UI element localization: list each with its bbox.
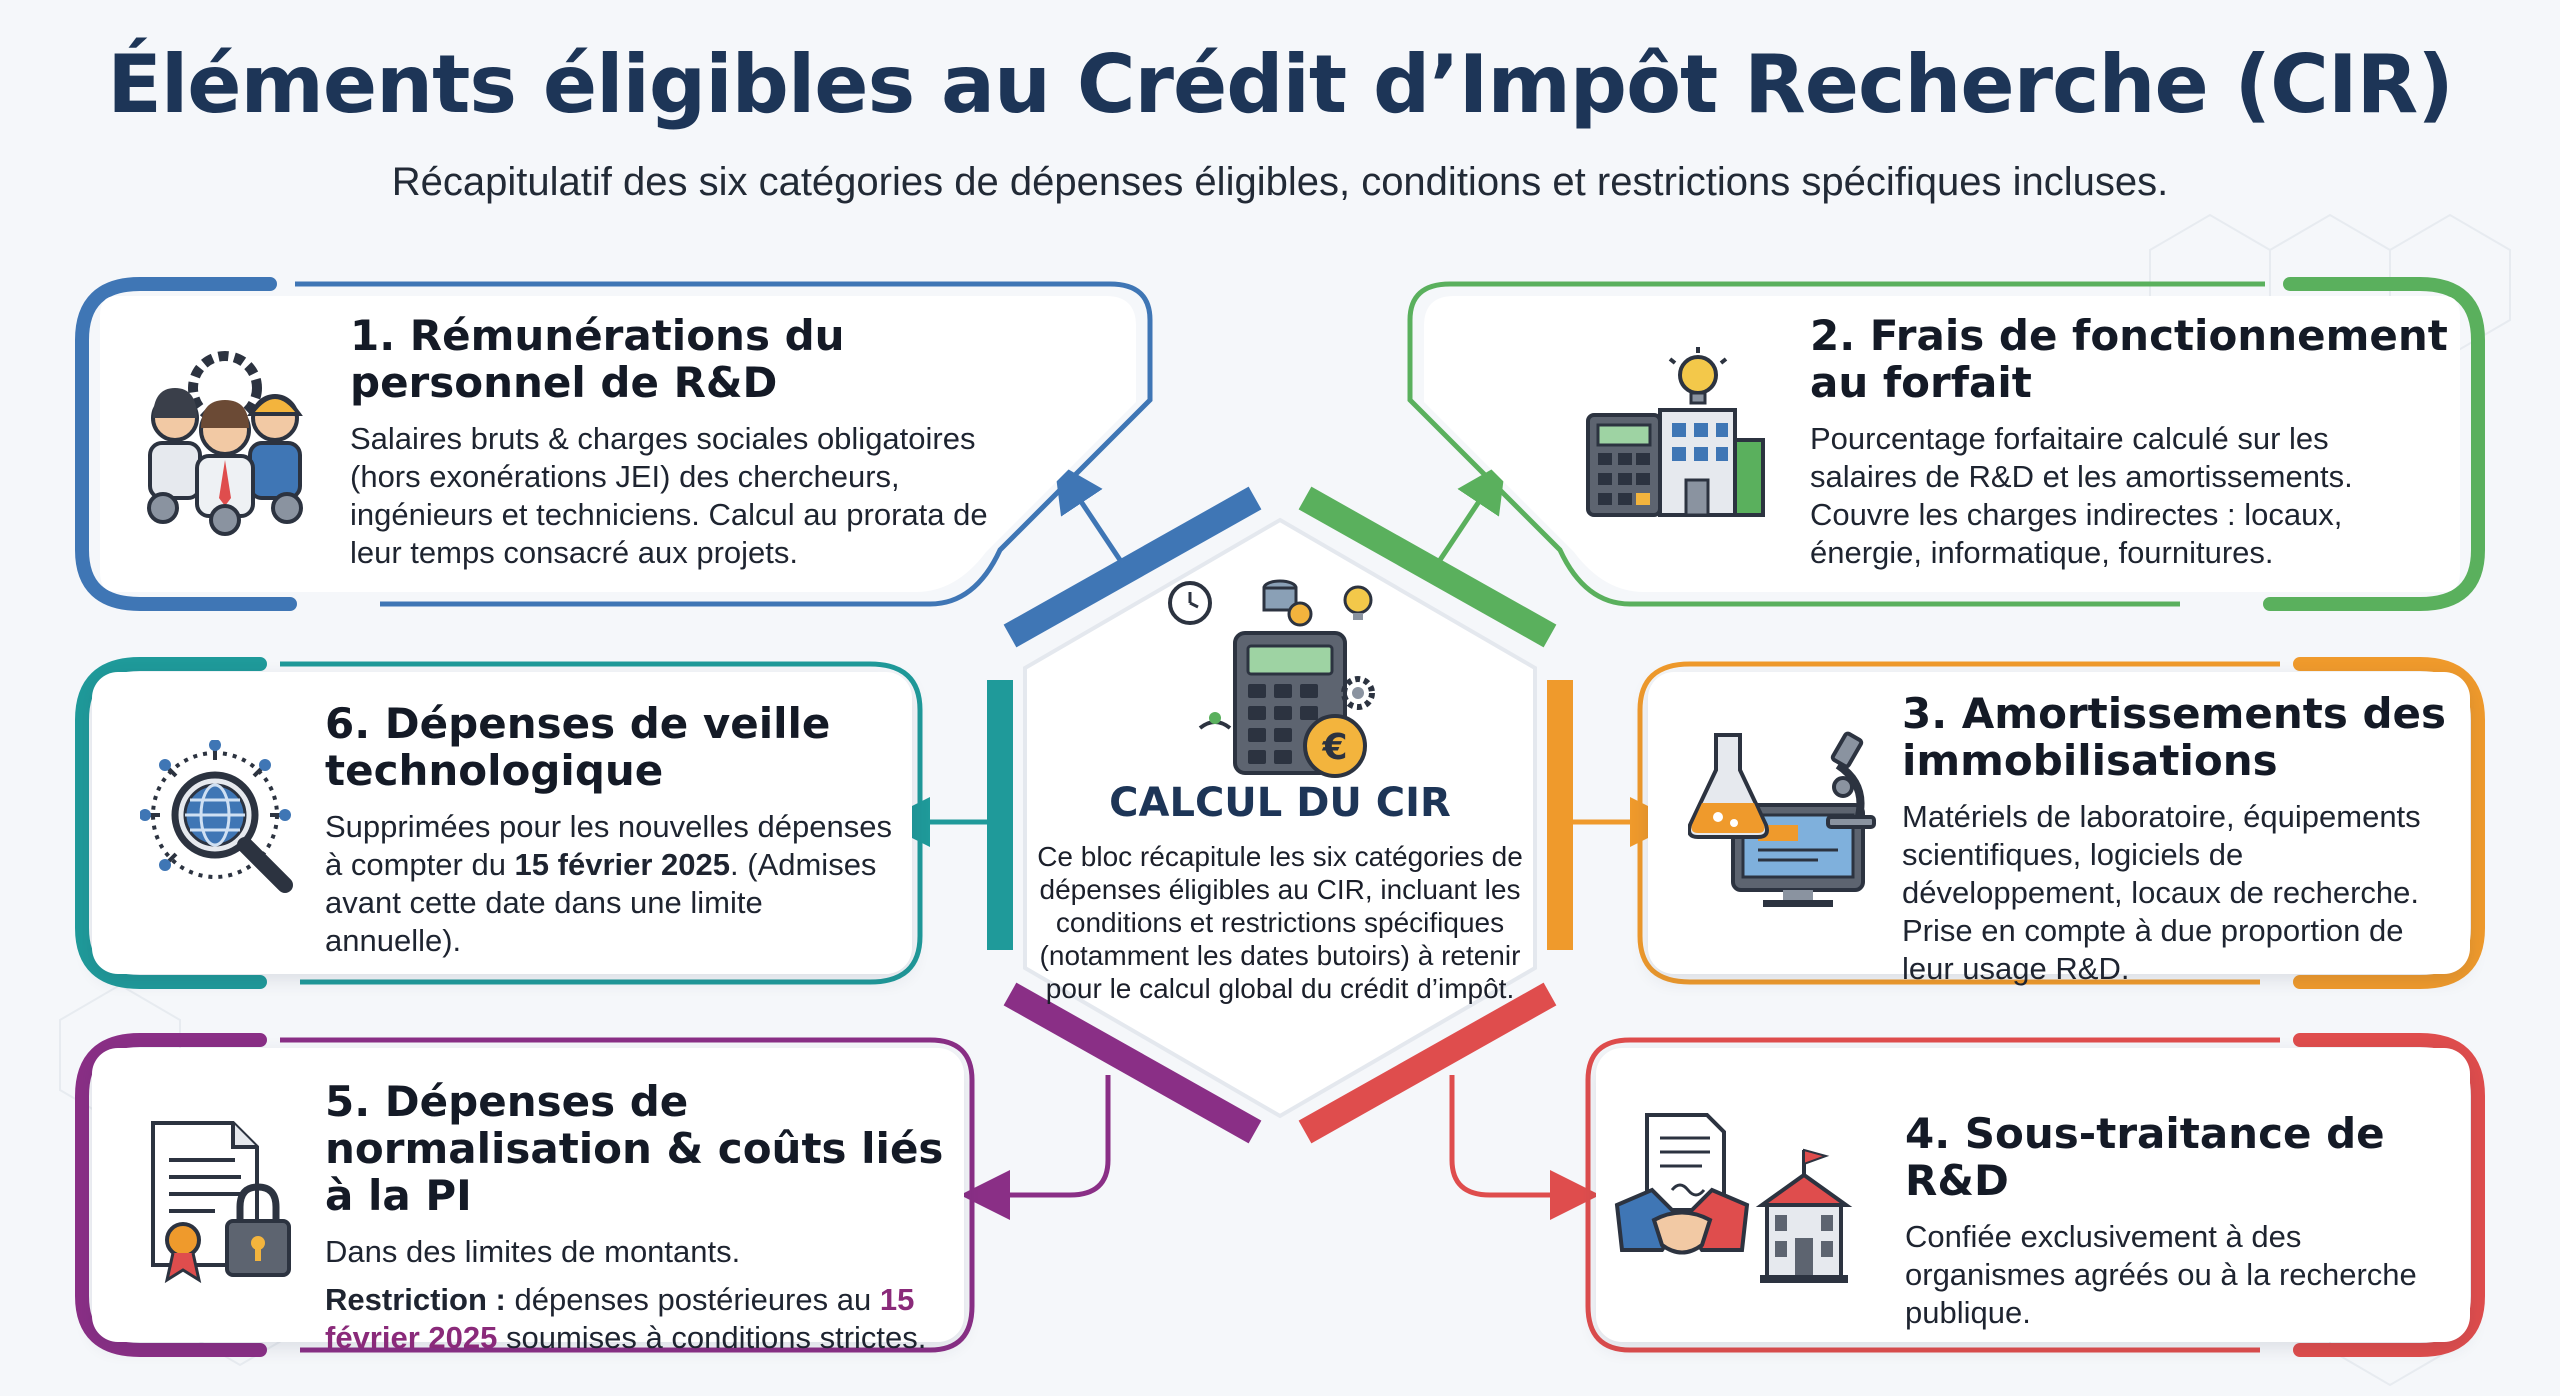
frame-card-6	[75, 657, 990, 989]
arrow-card-4	[1449, 1075, 1600, 1220]
card-6-date: 15 février 2025	[514, 847, 731, 882]
page-title: Éléments éligibles au Crédit d’Impôt Rec…	[107, 38, 2454, 131]
frame-card-5	[75, 1033, 1111, 1357]
card-5-content: 5. Dépenses de normalisation & coûts lié…	[325, 1078, 955, 1357]
arrow-card-2	[1437, 461, 1506, 562]
card-5-title: 5. Dépenses de normalisation & coûts lié…	[325, 1077, 944, 1220]
card-6-text-pre: Supprimées pour les nouvelles dépenses à…	[325, 809, 892, 882]
card-5-restriction: Restriction : dépenses postérieures au 1…	[325, 1281, 945, 1357]
certificate-lock-icon	[151, 1121, 291, 1284]
card-5-restriction-date: 15 février 2025	[325, 1282, 915, 1355]
card-6-text: Supprimées pour les nouvelles dépenses à…	[325, 808, 900, 960]
category-card-4	[1596, 1048, 2470, 1342]
frame-card-1	[75, 277, 1153, 611]
card-4-title: 4. Sous-traitance de R&D	[1905, 1109, 2385, 1205]
globe-search-icon	[140, 740, 293, 893]
center-hexagon: €	[1023, 517, 1537, 1119]
calculator-euro-icon: €	[1168, 579, 1375, 778]
card-1-title: 1. Rémunérations du personnel de R&D	[350, 311, 845, 407]
card-2-title: 2. Frais de fonctionnement au forfait	[1810, 311, 2448, 407]
card-5-restriction-pre: dépenses postérieures au	[505, 1282, 880, 1317]
arrow-card-5	[960, 1075, 1111, 1220]
card-4-content: 4. Sous-traitance de R&D Confiée exclusi…	[1905, 1110, 2455, 1332]
building-calculator-icon	[1586, 347, 1765, 517]
page-subtitle: Récapitulatif des six catégories de dépe…	[391, 160, 2169, 204]
card-1-content: 1. Rémunérations du personnel de R&D Sal…	[350, 312, 1010, 572]
card-6-text-post: . (Admises avant cette date dans une lim…	[325, 847, 877, 958]
center-description: Ce bloc récapitule les six catégories de…	[1037, 841, 1523, 1004]
card-1-bg	[100, 296, 1136, 592]
card-5-restriction-post: soumises à conditions strictes.	[497, 1320, 927, 1355]
svg-text:€: €	[1321, 727, 1347, 768]
card-4-text: Confiée exclusivement à des organismes a…	[1905, 1219, 2417, 1330]
card-5-text: Dans des limites de montants.	[325, 1234, 741, 1269]
card-2-text: Pourcentage forfaitaire calculé sur les …	[1810, 421, 2353, 570]
researchers-gears-icon	[147, 351, 303, 536]
card-5-restriction-label: Restriction :	[325, 1282, 506, 1317]
frame-card-3	[1570, 657, 2485, 989]
card-6-title: 6. Dépenses de veille technologique	[325, 699, 831, 795]
lab-equipment-icon	[1688, 731, 1876, 907]
card-3-title: 3. Amortissements des immobilisations	[1902, 689, 2446, 785]
frame-card-4	[1449, 1033, 2485, 1357]
card-1-text: Salaires bruts & charges sociales obliga…	[350, 421, 988, 570]
center-title: CALCUL DU CIR	[1109, 780, 1451, 826]
handshake-institution-icon	[1614, 1113, 1853, 1283]
card-3-text: Matériels de laboratoire, équipements sc…	[1902, 799, 2421, 986]
center-hex-segments	[987, 486, 1573, 1144]
card-2-content: 2. Frais de fonctionnement au forfait Po…	[1810, 312, 2450, 572]
card-3-content: 3. Amortissements des immobilisations Ma…	[1902, 690, 2462, 988]
card-6-content: 6. Dépenses de veille technologique Supp…	[325, 700, 905, 960]
arrow-card-1	[1054, 461, 1123, 562]
frame-card-2	[1407, 277, 2485, 611]
